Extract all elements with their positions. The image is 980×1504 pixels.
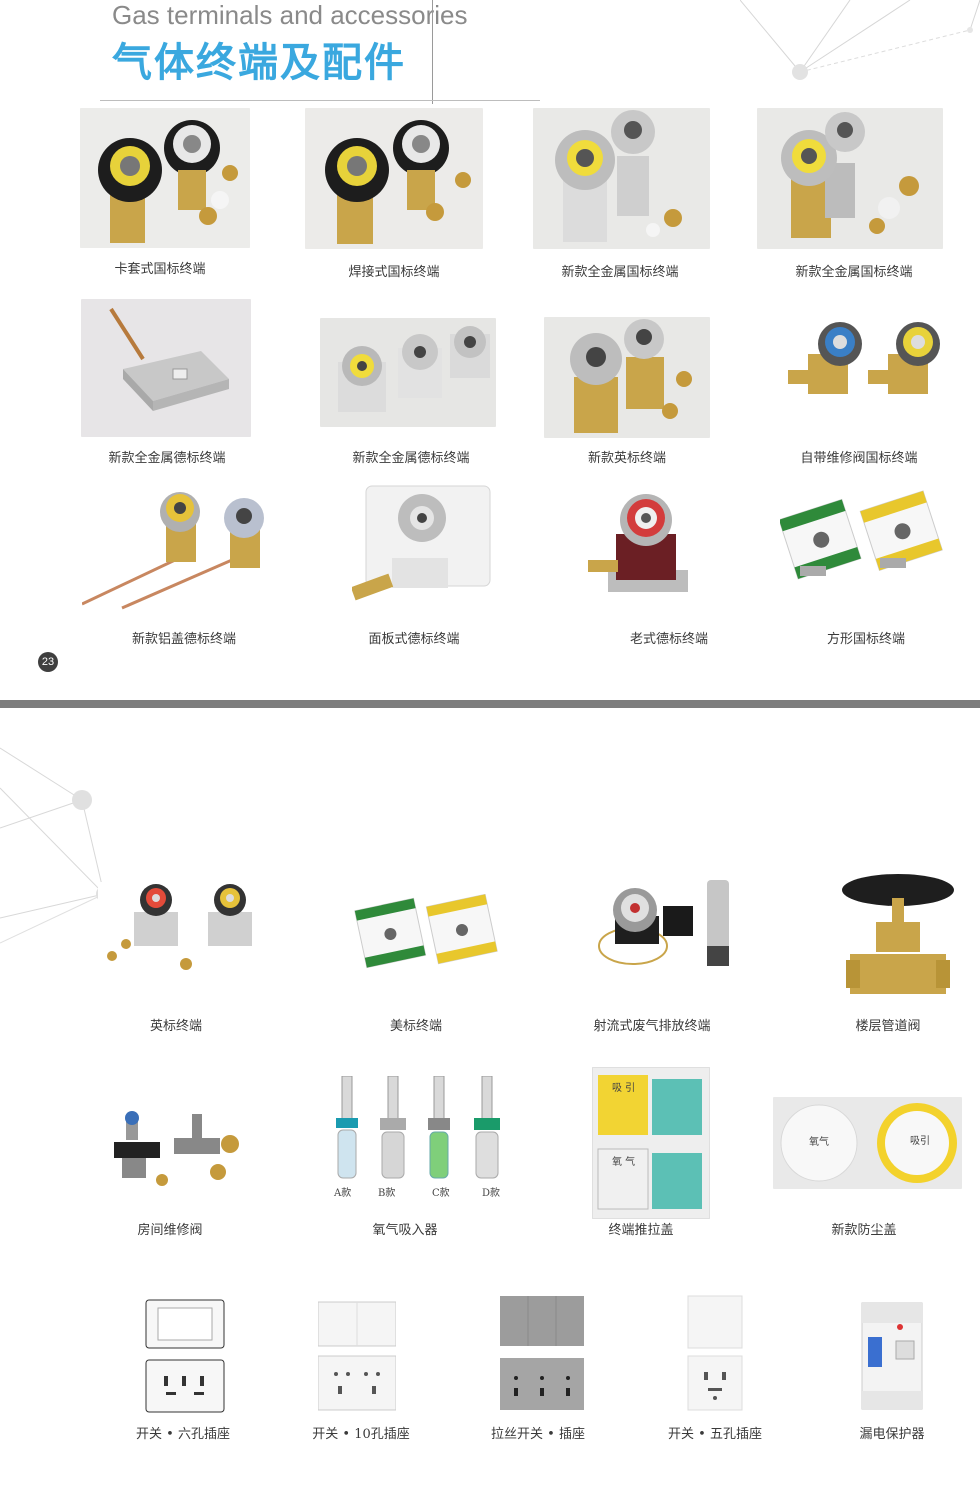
product-photo-old-din-terminal	[588, 490, 698, 606]
title-chinese: 气体终端及配件	[112, 40, 406, 86]
product-photo-dust-cap	[773, 1097, 962, 1189]
product-photo-square-gb-terminal	[780, 490, 944, 586]
variant-label-d: D款	[482, 1188, 501, 1199]
catalog-page-top: Gas terminals and accessories 气体终端及配件 卡套…	[0, 0, 980, 700]
product-photo-ejector-exhaust-terminal	[593, 876, 753, 976]
title-divider-horizontal	[100, 100, 540, 101]
catalog-page-bottom: 英标终端 美标终端 射流式废气排放终端 楼层管道阀	[0, 708, 980, 1504]
caption: 卡套式国标终端	[114, 262, 206, 277]
caption: 楼层管道阀	[855, 1019, 921, 1034]
product-photo-switch-ten-hole-socket	[318, 1300, 396, 1412]
caption: 老式德标终端	[629, 632, 709, 647]
variant-label-c: C款	[432, 1188, 450, 1199]
caption: 新款防尘盖	[831, 1223, 897, 1238]
product-photo-floor-pipeline-valve	[836, 868, 960, 1014]
product-photo-all-metal-din-terminal-1	[81, 299, 251, 437]
caption: 新款全金属德标终端	[108, 451, 226, 466]
product-photo-residual-current-breaker	[858, 1301, 926, 1411]
product-photo-panel-din-terminal	[352, 478, 494, 608]
product-photo-oxygen-inhaler	[326, 1076, 516, 1194]
caption: 美标终端	[389, 1019, 443, 1034]
caption: 焊接式国标终端	[348, 265, 440, 280]
product-photo-new-bs-terminal	[544, 317, 710, 438]
caption: 氧气吸入器	[372, 1223, 438, 1238]
cover-label-oxygen: 氧 气	[612, 1157, 636, 1168]
page-divider	[0, 700, 980, 708]
caption: 漏电保护器	[859, 1427, 925, 1442]
product-photo-all-metal-din-terminal-2	[320, 318, 496, 427]
caption: 新款全金属国标终端	[795, 265, 913, 280]
caption: 开关 • 10孔插座	[312, 1427, 410, 1442]
title-divider-vertical	[432, 0, 433, 104]
variant-label-a: A款	[334, 1188, 352, 1199]
caption: 新款铝盖德标终端	[131, 632, 237, 647]
product-photo-switch-five-hole-socket	[686, 1294, 744, 1412]
dust-cap-label-suction: 吸引	[910, 1136, 930, 1147]
product-photo-gb-terminal-with-valve	[782, 318, 950, 410]
dust-cap-label-oxygen: 氧气	[809, 1137, 829, 1148]
product-photo-bs-terminal	[98, 882, 270, 976]
page-number: 23	[38, 652, 58, 672]
product-photo-push-pull-cover	[592, 1067, 710, 1219]
cover-label-suction: 吸 引	[612, 1083, 636, 1094]
product-photo-welded-gb-terminal	[305, 108, 483, 249]
product-photo-room-service-valve	[108, 1108, 254, 1192]
caption: 自带维修阀国标终端	[800, 451, 918, 466]
caption: 开关 • 六孔插座	[136, 1427, 230, 1442]
caption: 新款全金属国标终端	[561, 265, 679, 280]
caption: 英标终端	[149, 1019, 203, 1034]
product-photo-aluminum-cap-din-terminal	[82, 490, 272, 610]
title-english: Gas terminals and accessories	[112, 0, 468, 30]
network-decoration-icon	[0, 747, 112, 944]
caption: 终端推拉盖	[608, 1223, 674, 1238]
caption: 方形国标终端	[826, 632, 906, 647]
variant-label-b: B款	[378, 1188, 396, 1199]
product-photo-switch-six-hole-socket	[144, 1298, 226, 1414]
caption: 开关 • 五孔插座	[668, 1427, 762, 1442]
product-photo-brushed-switch-socket	[498, 1294, 586, 1412]
caption: 新款英标终端	[587, 451, 667, 466]
caption: 房间维修阀	[137, 1223, 203, 1238]
caption: 射流式废气排放终端	[593, 1019, 711, 1034]
caption: 新款全金属德标终端	[352, 451, 470, 466]
product-photo-us-terminal	[354, 894, 500, 972]
network-decoration-icon	[740, 0, 980, 80]
product-photo-ferrule-gb-terminal	[80, 108, 250, 248]
product-photo-all-metal-gb-terminal-2	[757, 108, 943, 249]
caption: 面板式德标终端	[368, 632, 460, 647]
caption: 拉丝开关 • 插座	[491, 1427, 585, 1442]
product-photo-all-metal-gb-terminal-1	[533, 108, 710, 249]
